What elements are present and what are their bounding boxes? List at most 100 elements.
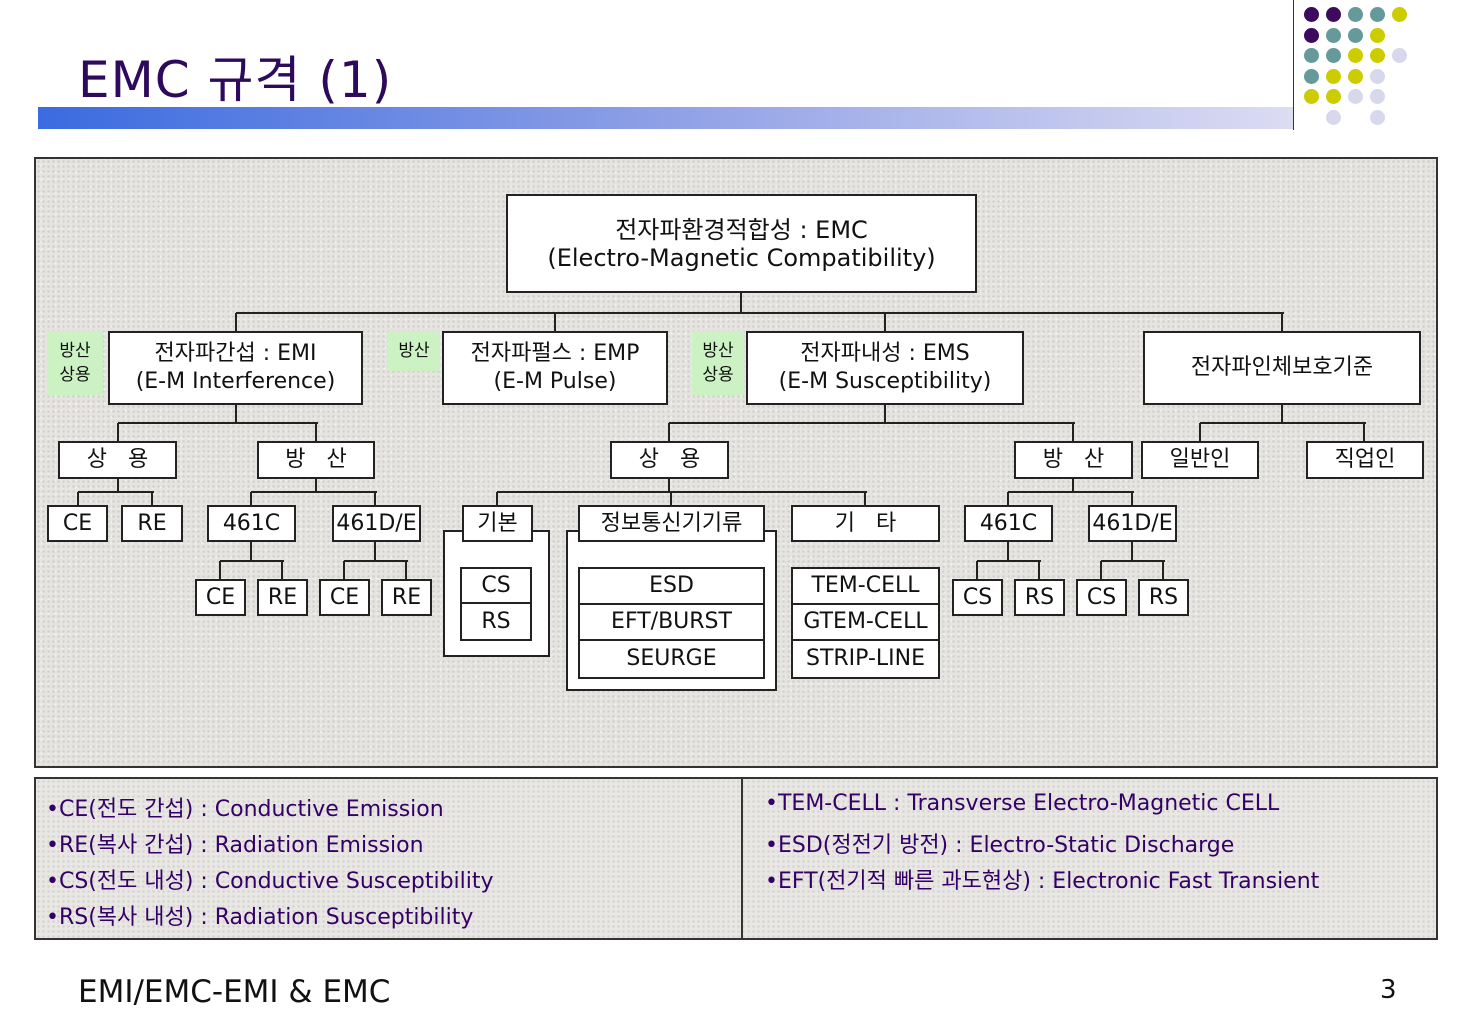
decorative-dot: [1370, 68, 1385, 84]
connector-line: [405, 561, 407, 579]
legend-item: •TEM-CELL : Transverse Electro-Magnetic …: [765, 791, 1280, 816]
connector-line: [1072, 423, 1074, 441]
node-ems-461c-rs: RS: [1014, 579, 1065, 616]
connector-line: [1007, 492, 1009, 505]
node-emi-military: 방 산: [257, 441, 375, 479]
node-ems-basic: 기본: [462, 505, 533, 542]
root-node-emc: 전자파환경적합성 : EMC (Electro-Magnetic Compati…: [506, 194, 977, 293]
connector-line: [1008, 491, 1134, 493]
connector-line: [1072, 479, 1074, 492]
connector-line: [554, 313, 556, 331]
connector-line: [670, 492, 672, 505]
legend-divider: [741, 777, 743, 940]
connector-line: [117, 423, 119, 441]
connector-line: [1038, 561, 1040, 579]
node-ems-ict: 정보통신기기류: [578, 505, 765, 542]
node-ems-military: 방 산: [1014, 441, 1133, 479]
decorative-dot: [1348, 7, 1363, 22]
node-emp: 전자파펄스 : EMP (E-M Pulse): [442, 331, 668, 405]
decorative-dot: [1370, 48, 1385, 64]
connector-line: [78, 491, 154, 493]
connector-line: [1281, 405, 1283, 423]
connector-line: [250, 492, 252, 505]
connector-line: [669, 422, 1075, 424]
legend-box: [34, 777, 1438, 940]
connector-line: [251, 491, 377, 493]
node-ems-461de: 461D/E: [1088, 505, 1177, 542]
ems-basic-rs: RS: [460, 602, 532, 641]
connector-line: [1007, 542, 1009, 561]
node-ems-461de-cs: CS: [1076, 579, 1127, 616]
connector-line: [1200, 422, 1366, 424]
node-emi-461de-ce: CE: [319, 579, 370, 616]
connector-line: [1101, 560, 1165, 562]
node-ems-461de-rs: RS: [1138, 579, 1189, 616]
title-underline-bar: [38, 107, 1293, 129]
connector-line: [668, 479, 670, 492]
ems-basic-cs: CS: [460, 567, 532, 604]
connector-line: [668, 423, 670, 441]
node-emi-461c: 461C: [207, 505, 296, 542]
ems-scope-tag: 방산 상용: [692, 331, 744, 395]
ems-ict-esd: ESD: [578, 567, 765, 605]
connector-line: [496, 492, 498, 505]
connector-line: [1199, 423, 1201, 441]
decorative-dot: [1326, 110, 1341, 125]
node-human-occupational: 직업인: [1306, 441, 1424, 479]
connector-line: [1281, 313, 1283, 331]
connector-line: [235, 313, 237, 331]
decorative-dot: [1304, 48, 1319, 64]
connector-line: [1131, 492, 1133, 505]
connector-line: [977, 560, 1041, 562]
slide-title: EMC 규격 (1): [78, 51, 393, 109]
decorative-dot: [1370, 110, 1385, 125]
decorative-dot: [1304, 7, 1319, 22]
connector-line: [740, 293, 742, 313]
decorative-dot: [1326, 89, 1341, 105]
connector-line: [1162, 561, 1164, 579]
connector-line: [344, 560, 408, 562]
connector-line: [864, 492, 866, 505]
node-ems-461c-cs: CS: [952, 579, 1003, 616]
legend-item: •CE(전도 간섭) : Conductive Emission: [46, 797, 444, 822]
connector-line: [884, 405, 886, 423]
decorative-dot: [1326, 68, 1341, 84]
connector-line: [1363, 423, 1365, 441]
ems-ict-surge: SEURGE: [578, 639, 765, 679]
legend-item: •CS(전도 내성) : Conductive Susceptibility: [46, 869, 494, 894]
connector-line: [1100, 561, 1102, 579]
node-emi-461de: 461D/E: [332, 505, 421, 542]
decorative-dot: [1304, 27, 1319, 43]
decorative-dot: [1304, 68, 1319, 84]
node-emi-461c-re: RE: [257, 579, 308, 616]
node-ems-other: 기 타: [791, 505, 940, 542]
ems-ict-eft: EFT/BURST: [578, 603, 765, 641]
connector-line: [250, 542, 252, 561]
connector-line: [976, 561, 978, 579]
decorative-dot: [1326, 7, 1341, 22]
node-emi-com-re: RE: [121, 505, 183, 542]
legend-item: •ESD(정전기 방전) : Electro-Static Discharge: [765, 833, 1235, 858]
decorative-dot: [1304, 89, 1319, 105]
corner-divider: [1293, 0, 1294, 130]
node-emi-com-ce: CE: [47, 505, 108, 542]
footer-text: EMI/EMC-EMI & EMC: [78, 974, 391, 1010]
legend-item: •RS(복사 내성) : Radiation Susceptibility: [46, 905, 474, 930]
node-emi-461de-re: RE: [381, 579, 432, 616]
connector-line: [77, 492, 79, 505]
decorative-dot: [1326, 48, 1341, 64]
legend-item: •EFT(전기적 빠른 과도현상) : Electronic Fast Tran…: [765, 869, 1320, 894]
decorative-dot: [1392, 7, 1407, 22]
connector-line: [236, 312, 1284, 314]
decorative-dot: [1348, 68, 1363, 84]
ems-other-tem: TEM-CELL: [791, 567, 940, 605]
node-human-protection: 전자파인체보호기준: [1143, 331, 1421, 405]
emi-scope-tag: 방산 상용: [47, 331, 103, 395]
decorative-dot: [1348, 48, 1363, 64]
decorative-dot: [1348, 89, 1363, 105]
node-emi-commercial: 상 용: [58, 441, 177, 479]
ems-other-gtem: GTEM-CELL: [791, 603, 940, 641]
connector-line: [117, 479, 119, 492]
connector-line: [374, 542, 376, 561]
connector-line: [374, 492, 376, 505]
